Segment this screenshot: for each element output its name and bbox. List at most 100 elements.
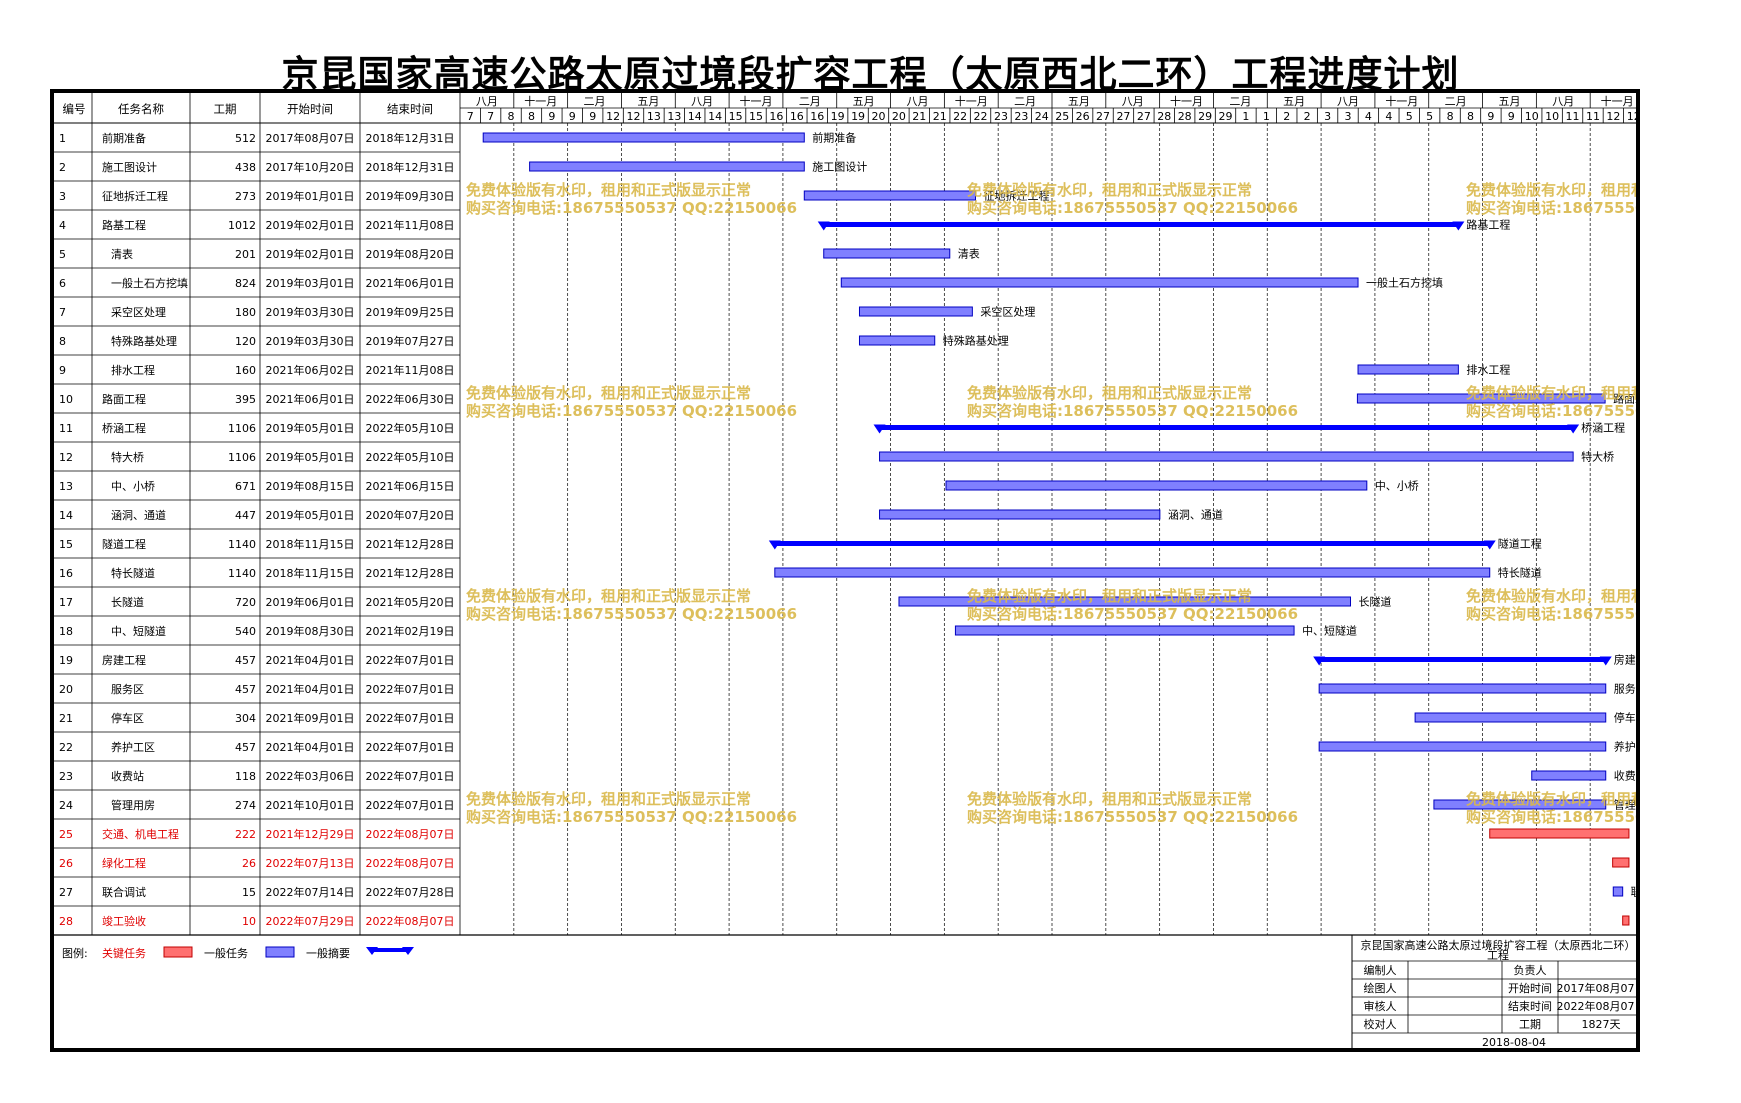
bar-label: 路面工程 [1613, 393, 1636, 406]
row-task-name: 房建工程 [102, 653, 146, 667]
row-end: 2022年08月07日 [366, 856, 455, 870]
row-task-name: 征地拆迁工程 [102, 189, 168, 203]
task-bar [823, 248, 951, 259]
legend-summary-cap-left [366, 947, 378, 955]
task-bar [1318, 741, 1607, 752]
watermark-line1: 免费体验版有水印，租用和正式版显示正常 [1466, 181, 1636, 199]
row-id: 13 [59, 480, 73, 493]
quarter-label: 五月 [1498, 95, 1520, 108]
row-task-name: 中、小桥 [111, 480, 155, 493]
row-id: 2 [59, 161, 66, 174]
row-end: 2022年07月01日 [366, 653, 455, 667]
task-bar [529, 161, 805, 172]
month-label: 9 [1508, 110, 1515, 123]
row-duration: 512 [235, 132, 256, 145]
task-bar [803, 190, 976, 201]
month-label: 12 [1627, 110, 1636, 123]
task-bar [1318, 683, 1607, 694]
summary-bar [879, 425, 1574, 430]
month-label: 2 [1304, 110, 1311, 123]
bar-label: 一般土石方挖填 [1366, 276, 1443, 290]
watermark-line2: 购买咨询电话:18675550537 QQ:22150066 [967, 199, 1298, 217]
summary-start-cap [817, 221, 830, 231]
row-id: 1 [59, 132, 66, 145]
watermark-line1: 免费体验版有水印，租用和正式版显示正常 [967, 587, 1252, 605]
bar-label: 隧道工程 [1498, 537, 1542, 551]
title-block: 京昆国家高速公路太原过境段扩容工程（太原西北二环）工程编制人负责人绘图人开始时间… [1351, 935, 1636, 1048]
month-label: 16 [769, 110, 783, 123]
watermark-line2: 购买咨询电话:18675550537 QQ:22150066 [466, 402, 797, 420]
bar-label: 清表 [958, 247, 980, 261]
legend-summary-swatch [370, 948, 410, 952]
task-bar [858, 335, 936, 346]
task-bar [1531, 770, 1607, 781]
watermark-line1: 免费体验版有水印，租用和正式版显示正常 [1466, 587, 1636, 605]
row-end: 2022年05月10日 [366, 421, 455, 435]
task-bar [840, 277, 1359, 288]
row-id: 11 [59, 422, 73, 435]
row-duration: 118 [235, 770, 256, 783]
row-duration: 222 [235, 828, 256, 841]
row-end: 2021年12月28日 [366, 537, 455, 551]
row-id: 6 [59, 277, 66, 290]
grid-lines [54, 93, 1636, 936]
block-label: 工期 [1519, 1018, 1541, 1031]
quarter-label: 十一月 [1601, 94, 1634, 108]
header-start: 开始时间 [287, 102, 333, 116]
quarter-label: 二月 [1014, 95, 1036, 108]
row-start: 2022年07月14日 [266, 885, 355, 899]
block-project: 京昆国家高速公路太原过境段扩容工程（太原西北二环） [1361, 938, 1636, 952]
bar-label: 服务区 [1614, 683, 1636, 696]
row-start: 2019年03月01日 [266, 276, 355, 290]
month-label: 23 [994, 110, 1008, 123]
header-id: 编号 [63, 102, 86, 116]
bar-label: 联合调试 [1631, 885, 1636, 899]
task-bar [1489, 828, 1630, 839]
month-label: 8 [1447, 110, 1454, 123]
block-label: 结束时间 [1508, 1000, 1552, 1013]
row-start: 2019年02月01日 [266, 218, 355, 232]
bar-label: 征地拆迁工程 [983, 189, 1049, 203]
block-value: 1827天 [1582, 1018, 1621, 1031]
watermark-line2: 购买咨询电话:18675550537 QQ:22150066 [967, 605, 1298, 623]
month-label: 9 [589, 110, 596, 123]
row-task-name: 特长隧道 [111, 566, 155, 580]
row-duration: 395 [235, 393, 256, 406]
watermark-line2: 购买咨询电话:18675550537 QQ:22150066 [1466, 402, 1636, 420]
row-start: 2021年09月01日 [266, 711, 355, 725]
row-duration: 457 [235, 654, 256, 667]
bar-label: 排水工程 [1466, 363, 1510, 377]
task-bar [1357, 364, 1459, 375]
watermark-line1: 免费体验版有水印，租用和正式版显示正常 [967, 384, 1252, 402]
month-label: 13 [647, 110, 661, 123]
quarter-label: 十一月 [524, 94, 557, 108]
legend: 图例:关键任务一般任务一般摘要 [62, 946, 414, 960]
row-end: 2018年12月31日 [366, 131, 455, 145]
row-end: 2022年07月01日 [366, 711, 455, 725]
month-label: 8 [528, 110, 535, 123]
task-bar [879, 451, 1574, 462]
row-duration: 1140 [228, 567, 256, 580]
row-id: 20 [59, 683, 73, 696]
row-id: 7 [59, 306, 66, 319]
row-duration: 824 [235, 277, 256, 290]
row-id: 4 [59, 219, 66, 232]
row-start: 2019年08月15日 [266, 479, 355, 493]
month-label: 5 [1406, 110, 1413, 123]
bar-label: 涵洞、通道 [1168, 508, 1223, 522]
summary-end-cap [1483, 540, 1496, 550]
summary-end-cap [1599, 656, 1612, 666]
month-label: 12 [606, 110, 620, 123]
bar-label: 养护工区 [1614, 740, 1636, 754]
month-label: 11 [1586, 110, 1600, 123]
row-duration: 1140 [228, 538, 256, 551]
row-end: 2019年08月20日 [366, 247, 455, 261]
quarter-label: 八月 [1552, 95, 1574, 108]
